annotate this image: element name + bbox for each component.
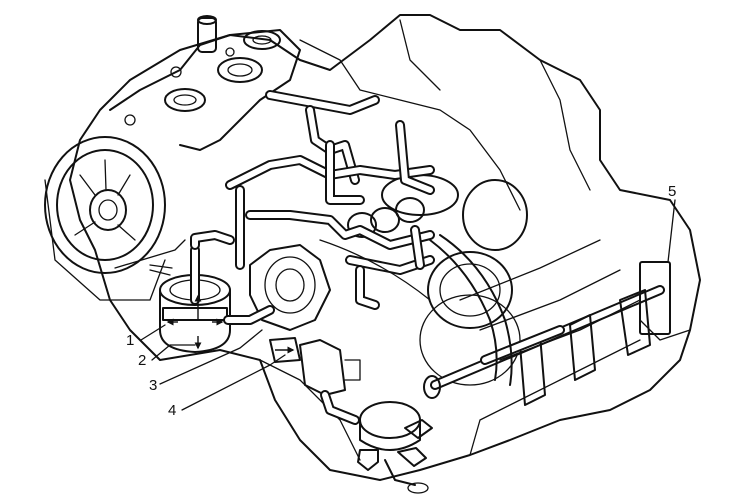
cylinder-head: [109, 15, 301, 151]
engine-block-outline: [69, 14, 701, 481]
callout-4: 4: [168, 402, 177, 419]
callout-3: 3: [149, 377, 158, 394]
connecting-hoses: [319, 234, 513, 386]
oil-strainer: [357, 401, 433, 494]
callout-2: 2: [138, 352, 147, 369]
crankshaft: [423, 239, 671, 406]
oil-gallery-network: [225, 90, 435, 310]
relief-valve: [299, 339, 361, 425]
callout-1: 1: [126, 332, 135, 349]
camshaft-housing: [347, 174, 528, 386]
callout-leaders: [140, 199, 676, 411]
timing-belt-pulley: [44, 136, 186, 301]
oil-pump: [159, 230, 235, 353]
oil-filter-bracket: [223, 244, 331, 363]
callout-5: 5: [668, 183, 677, 200]
